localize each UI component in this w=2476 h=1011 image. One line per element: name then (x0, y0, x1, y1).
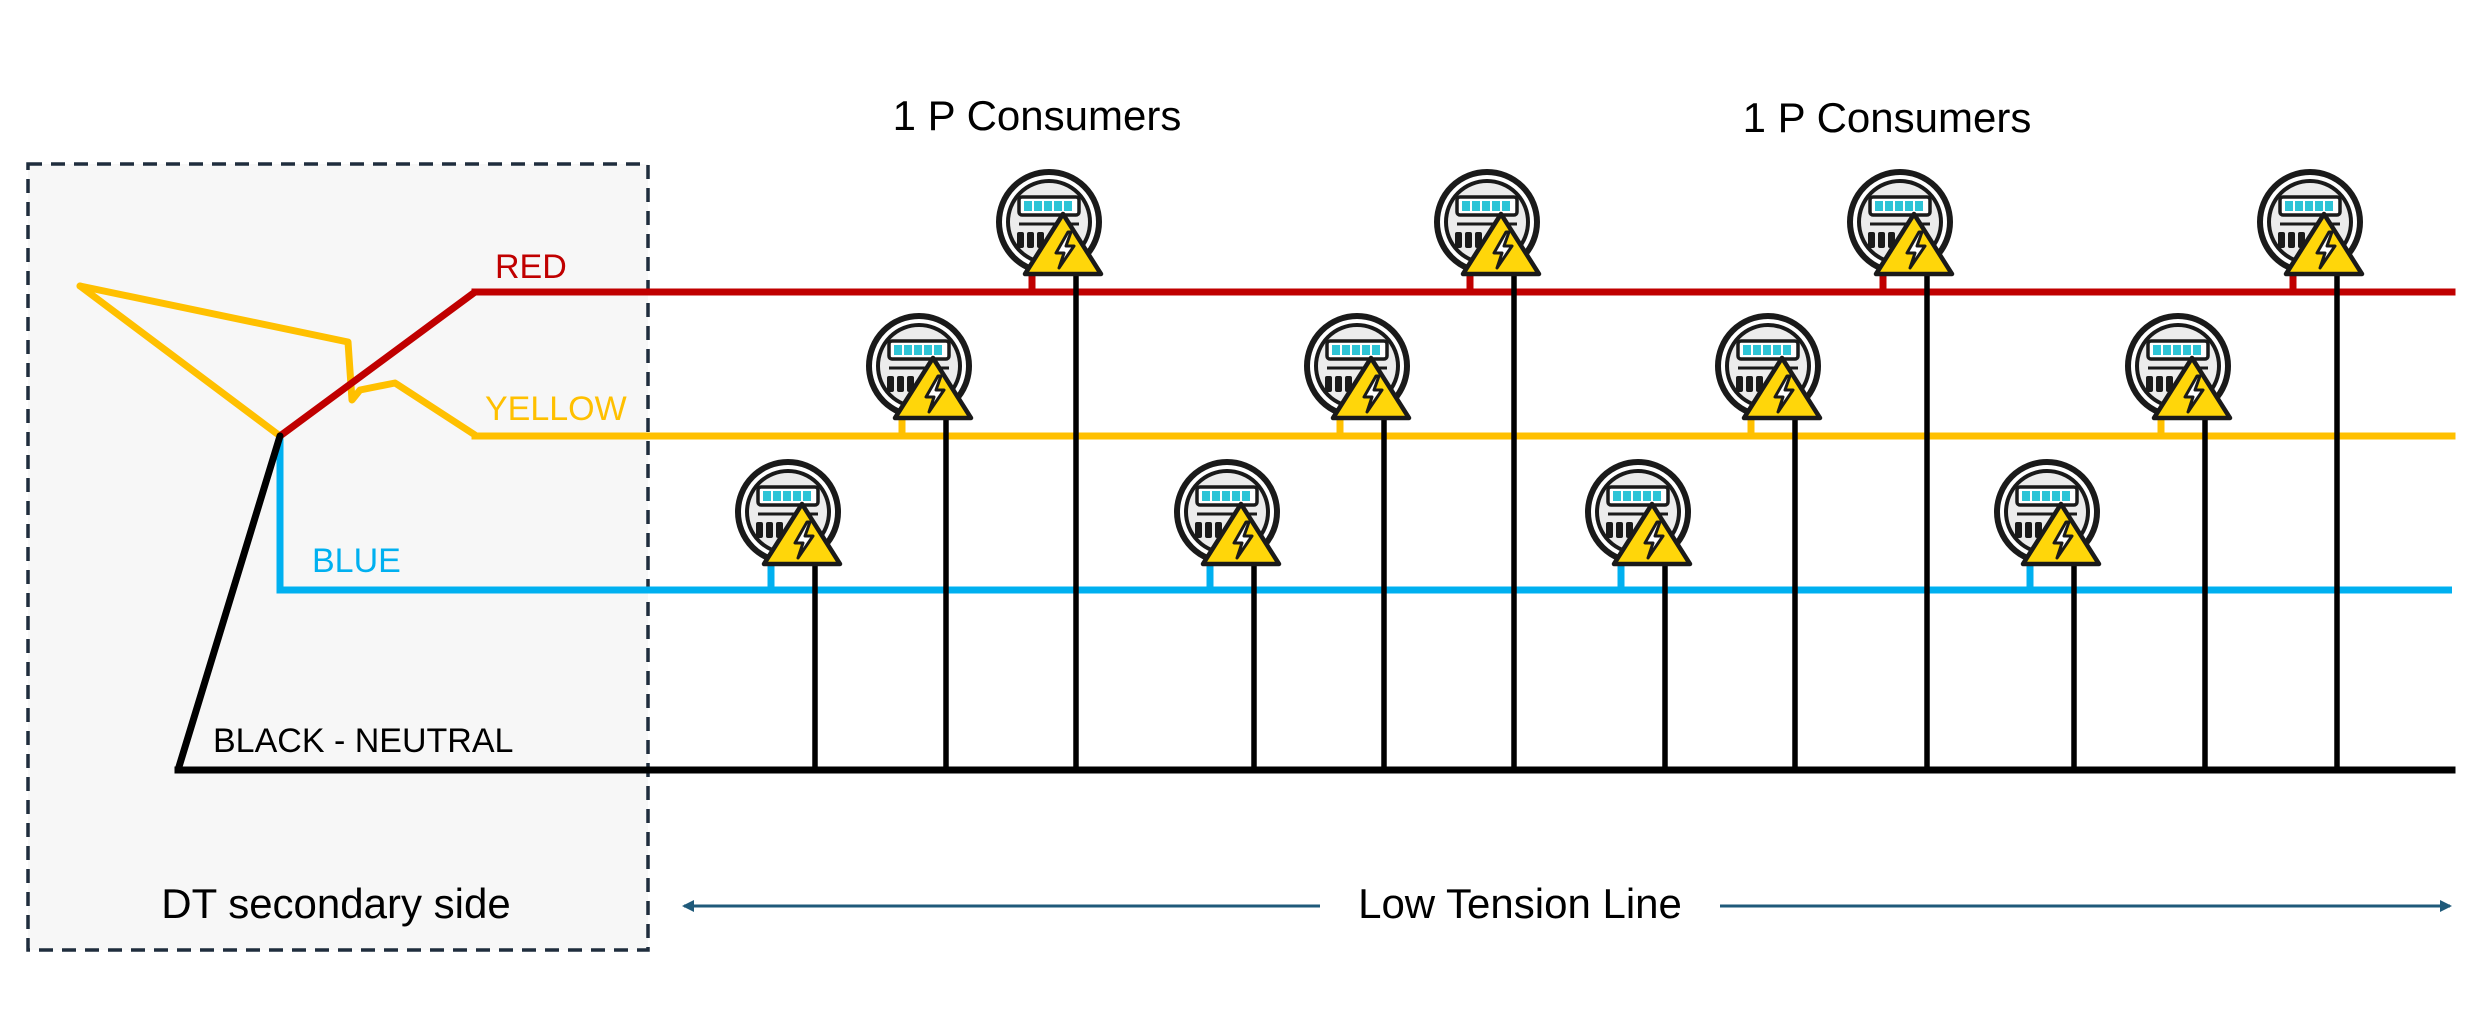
wires-layer (174, 288, 2456, 774)
consumer-meter-red (1437, 172, 1539, 773)
electric-meter-icon (1850, 172, 1952, 274)
consumer-group-label-1: 1 P Consumers (893, 92, 1182, 139)
consumer-meter-yellow (869, 316, 971, 773)
consumer-meter-blue (1588, 462, 1690, 773)
neutral-label: BLACK - NEUTRAL (213, 722, 513, 760)
neutral-winding (174, 432, 284, 774)
consumer-meter-yellow (1307, 316, 1409, 773)
electric-meter-icon (1437, 172, 1539, 274)
consumer-meter-blue (1997, 462, 2099, 773)
consumer-meter-yellow (1718, 316, 1820, 773)
blue-phase-label: BLUE (312, 542, 401, 580)
blue-phase-line (276, 436, 2452, 594)
transformer-winding (76, 282, 479, 774)
yellow-winding (76, 282, 479, 439)
electric-meter-icon (869, 316, 971, 418)
consumer-group-label-2: 1 P Consumers (1743, 94, 2032, 141)
consumer-meter-blue (1177, 462, 1279, 773)
electric-meter-icon (2260, 172, 2362, 274)
consumer-meter-red (1850, 172, 1952, 773)
red-winding (276, 288, 479, 440)
yellow-winding-return (76, 282, 284, 440)
consumer-meter-red (999, 172, 1101, 773)
electric-meter-icon (2128, 316, 2230, 418)
yellow-phase-label: YELLOW (485, 390, 627, 428)
electric-meter-icon (738, 462, 840, 564)
electric-meter-icon (1588, 462, 1690, 564)
lt-line-label: Low Tension Line (1358, 880, 1682, 927)
electric-meter-icon (1307, 316, 1409, 418)
electric-meter-icon (1997, 462, 2099, 564)
red-phase-label: RED (495, 248, 567, 286)
consumer-meter-red (2260, 172, 2362, 773)
electric-meter-icon (1718, 316, 1820, 418)
consumer-meter-yellow (2128, 316, 2230, 773)
electric-meter-icon (1177, 462, 1279, 564)
consumer-meter-blue (738, 462, 840, 773)
electric-meter-icon (999, 172, 1101, 274)
meters-layer (738, 172, 2362, 773)
dt-box-label: DT secondary side (161, 880, 510, 927)
